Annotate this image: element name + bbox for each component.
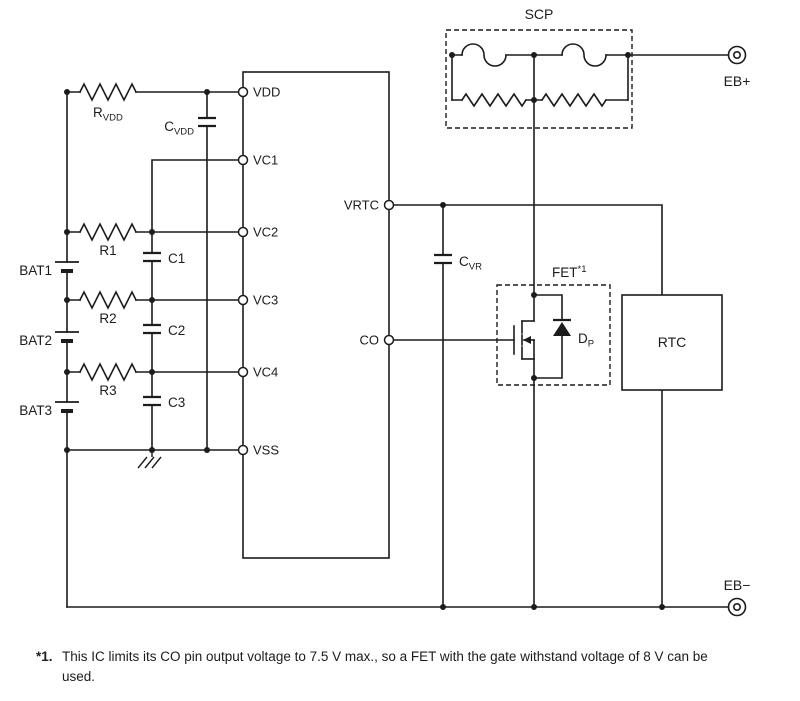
- r1-zigzag-icon: [78, 222, 138, 242]
- cvr-label: CVR: [459, 254, 482, 273]
- cvr-capacitor: CVR: [434, 253, 482, 273]
- eb-plus-inner-circle-icon: [732, 50, 741, 59]
- eb-minus-label: EB−: [724, 577, 751, 593]
- c3-plates-icon: [143, 395, 161, 407]
- pin-vc2-circle: [237, 226, 249, 238]
- r3-zigzag-icon: [78, 362, 138, 382]
- c2-capacitor: C2: [143, 323, 185, 338]
- scp-fuse-1-icon: [461, 43, 507, 67]
- mosfet-icon: [513, 320, 535, 360]
- c2-label: C2: [168, 323, 185, 338]
- footnote-line2: used.: [62, 669, 95, 684]
- cvdd-capacitor: CVDD: [164, 116, 216, 138]
- pin-label-vc4: VC4: [253, 365, 278, 380]
- cvr-plates-icon: [434, 253, 452, 265]
- bat2-battery: BAT2: [19, 331, 79, 348]
- pin-vdd-circle: [237, 86, 249, 98]
- scp-block: SCP: [445, 6, 633, 129]
- eb-minus-inner-circle-icon: [732, 602, 741, 611]
- pin-vc3-circle: [237, 294, 249, 306]
- c3-capacitor: C3: [143, 395, 185, 410]
- pin-co-circle: [383, 334, 395, 346]
- pin-vss-circle: [237, 444, 249, 456]
- footnote-line1: This IC limits its CO pin output voltage…: [62, 649, 708, 664]
- cvdd-plates-icon: [198, 116, 216, 128]
- fet-block: FET*1 DP: [496, 264, 611, 386]
- r3-resistor: R3: [78, 362, 138, 398]
- bat3-label: BAT3: [19, 403, 52, 418]
- c2-plates-icon: [143, 323, 161, 335]
- eb-minus-terminal: EB−: [724, 577, 751, 617]
- ic-outline: [242, 71, 390, 559]
- pin-label-vss: VSS: [253, 443, 279, 458]
- bat1-battery: BAT1: [19, 261, 79, 278]
- r1-label: R1: [99, 243, 116, 258]
- body-diode-icon: [533, 294, 571, 379]
- fet-dashed-box: [496, 284, 611, 386]
- r2-label: R2: [99, 311, 116, 326]
- c3-label: C3: [168, 395, 185, 410]
- junction-dots: [64, 52, 665, 610]
- pin-label-co: CO: [360, 333, 380, 348]
- rtc-block: RTC: [621, 294, 723, 391]
- c1-capacitor: C1: [143, 251, 185, 266]
- rtc-outline: [621, 294, 723, 391]
- ic-block: VDD VC1 VC2 VC3 VC4 VSS VRTC CO: [237, 71, 395, 559]
- scp-heater-right-icon: [540, 92, 608, 108]
- pin-label-vdd: VDD: [253, 85, 280, 100]
- dp-label: DP: [578, 331, 594, 350]
- eb-plus-label: EB+: [724, 73, 751, 89]
- pin-label-vc1: VC1: [253, 153, 278, 168]
- eb-plus-terminal: EB+: [724, 45, 751, 89]
- cvdd-label: CVDD: [164, 119, 194, 138]
- footnote-marker: *1.: [36, 649, 53, 664]
- mosfet-arrow-icon: [523, 336, 531, 344]
- r2-resistor: R2: [78, 290, 138, 326]
- c1-label: C1: [168, 251, 185, 266]
- rtc-label: RTC: [658, 334, 687, 350]
- pin-label-vrtc: VRTC: [344, 198, 379, 213]
- ground-icon: [137, 450, 162, 469]
- pin-vc4-circle: [237, 366, 249, 378]
- pin-label-vc2: VC2: [253, 225, 278, 240]
- c1-plates-icon: [143, 251, 161, 263]
- pin-vc1-circle: [237, 154, 249, 166]
- bat2-label: BAT2: [19, 333, 52, 348]
- scp-fuse-2-icon: [561, 43, 607, 67]
- rvdd-resistor: RVDD: [78, 82, 138, 124]
- r1-resistor: R1: [78, 222, 138, 258]
- r3-label: R3: [99, 383, 116, 398]
- pin-label-vc3: VC3: [253, 293, 278, 308]
- bat1-label: BAT1: [19, 263, 52, 278]
- bat3-battery: BAT3: [19, 401, 79, 418]
- pin-vrtc-circle: [383, 199, 395, 211]
- fet-label: FET*1: [552, 264, 586, 280]
- scp-heater-left-icon: [460, 92, 528, 108]
- footnote: *1. This IC limits its CO pin output vol…: [36, 649, 708, 684]
- rvdd-label: RVDD: [93, 105, 123, 124]
- rvdd-zigzag-icon: [78, 82, 138, 102]
- scp-label: SCP: [525, 6, 554, 22]
- scp-dashed-box: [445, 29, 633, 129]
- r2-zigzag-icon: [78, 290, 138, 310]
